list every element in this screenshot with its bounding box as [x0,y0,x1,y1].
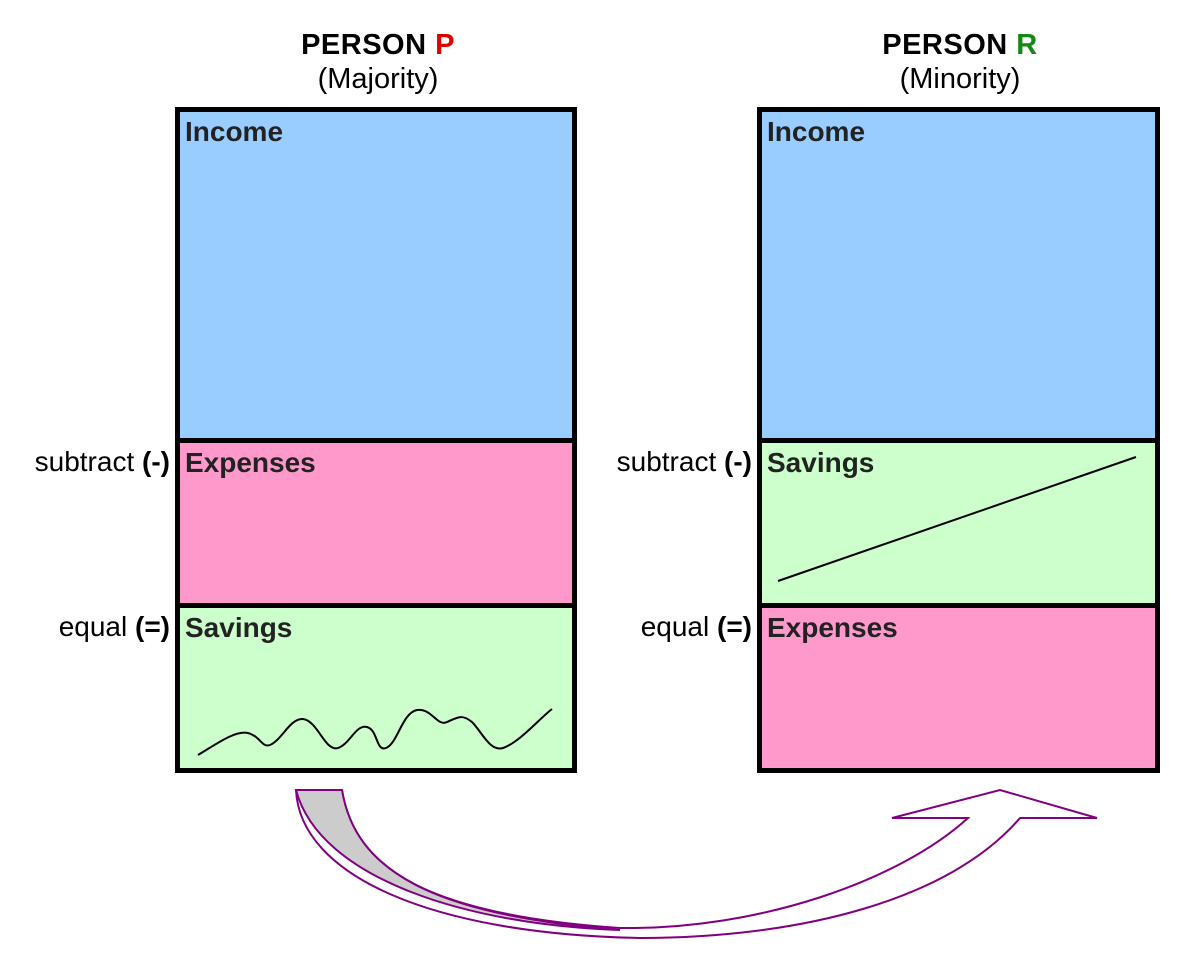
person-r-title: PERSON R [810,28,1110,62]
person-p-group: (Majority) [317,63,439,95]
person-p-letter: P [435,29,455,61]
person-r-heading: PERSON R (Minority) [810,28,1110,96]
person-p-subtract-label: subtract (-) [35,445,170,479]
person-r-title-prefix: PERSON [882,29,1017,61]
person-r-income-label: Income [767,116,866,147]
subtract-symbol: (-) [142,446,170,477]
person-p-equal-label: equal (=) [59,610,170,644]
person-r-expenses-label: Expenses [767,612,898,643]
person-p-income-box: Income [175,107,577,443]
subtract-word: subtract [34,446,143,477]
subtract-symbol: (-) [724,446,752,477]
person-r-group: (Minority) [899,63,1021,95]
person-r-subtract-label: subtract (-) [617,445,752,479]
person-p-savings-label: Savings [185,612,293,643]
person-p-expenses-box: Expenses [175,438,577,609]
equal-symbol: (=) [717,611,752,642]
person-p-income-label: Income [185,116,284,147]
equal-word: equal [640,611,717,642]
subtract-word: subtract [616,446,725,477]
person-r-expenses-box: Expenses [757,603,1160,773]
person-r-equal-label: equal (=) [641,610,752,644]
person-r-income-box: Income [757,107,1160,443]
person-r-letter: R [1016,29,1038,61]
person-p-heading: PERSON P (Majority) [228,28,528,96]
person-p-title-prefix: PERSON [301,29,436,61]
equal-symbol: (=) [135,611,170,642]
person-p-expenses-label: Expenses [185,447,316,478]
person-p-title: PERSON P [228,28,528,62]
curved-arrow-body [294,788,1098,940]
equal-word: equal [58,611,135,642]
curved-arrow-tail-shade [294,789,621,931]
